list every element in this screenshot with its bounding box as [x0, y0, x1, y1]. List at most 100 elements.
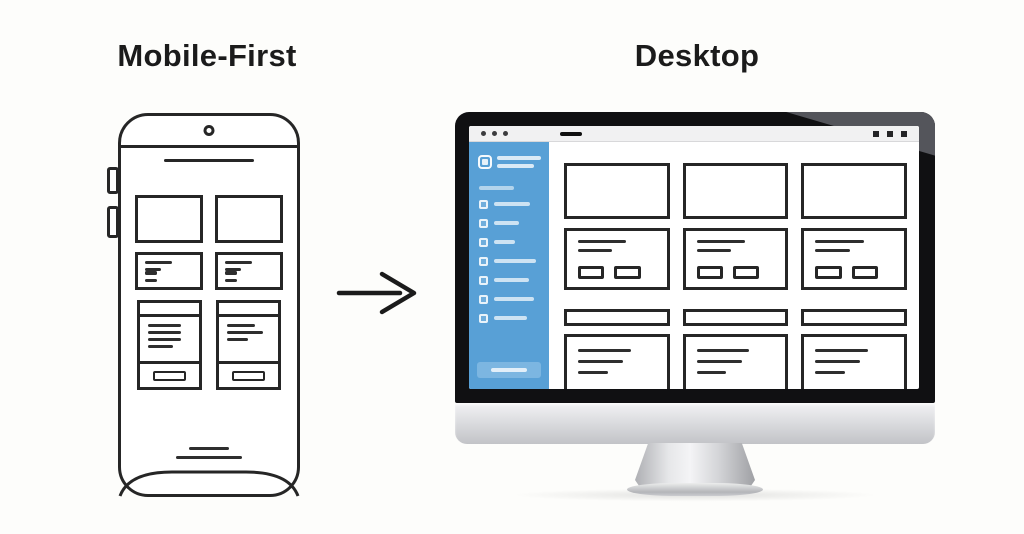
phone-top-bezel-line: [121, 145, 297, 148]
sidebar-nav-item[interactable]: [479, 218, 541, 228]
app-sidebar: [469, 142, 549, 389]
chip-row: [145, 271, 193, 282]
image-placeholder: [135, 195, 203, 243]
text-lines: [140, 317, 199, 361]
monitor-stand: [635, 443, 755, 487]
nav-item-label-bar: [494, 221, 519, 225]
monitor-bezel: [455, 112, 935, 403]
phone-bottom-bezel-line: [118, 470, 300, 497]
image-placeholder: [682, 163, 789, 219]
sidebar-nav-item[interactable]: [479, 275, 541, 285]
image-placeholder: [801, 163, 908, 219]
card-footer[interactable]: [140, 361, 199, 387]
text-lines: [815, 240, 893, 252]
summary-card: [135, 252, 203, 290]
window-controls-right: [873, 130, 907, 137]
text-lines: [219, 317, 278, 361]
grid-text-card-row: [564, 228, 908, 290]
sidebar-section-label: [479, 186, 535, 190]
bottom-card: [564, 334, 670, 389]
phone-volume-button-icon: [107, 167, 119, 194]
bottom-card: [801, 334, 908, 389]
text-lines: [696, 346, 775, 374]
image-placeholder: [564, 163, 670, 219]
sidebar-nav-item[interactable]: [479, 199, 541, 209]
desktop-monitor: [443, 112, 947, 504]
article-card: [137, 300, 202, 390]
sidebar-nav-item[interactable]: [479, 256, 541, 266]
text-card: [564, 228, 670, 290]
card-button-row[interactable]: [578, 266, 656, 279]
sidebar-nav-item[interactable]: [479, 294, 541, 304]
window-control-dot-icon[interactable]: [503, 131, 508, 136]
bottom-card: [682, 334, 789, 389]
text-card: [801, 228, 908, 290]
browser-window: [469, 126, 919, 389]
sidebar-nav: [479, 199, 541, 323]
chip-row: [225, 271, 273, 282]
phone-volume-button-icon: [107, 206, 119, 238]
text-lines: [578, 240, 656, 252]
window-button-square-icon[interactable]: [901, 130, 907, 137]
grid-image-row: [564, 163, 908, 219]
header-strip: [801, 309, 908, 326]
mobile-first-title: Mobile-First: [117, 38, 297, 73]
app-logo-icon: [478, 155, 492, 169]
desktop-title: Desktop: [634, 38, 760, 73]
phone-hero-row: [135, 195, 283, 243]
card-header-strip: [219, 303, 278, 317]
phone-wireframe: [118, 113, 300, 497]
title-bar-line: [164, 159, 254, 162]
card-footer[interactable]: [219, 361, 278, 387]
header-strip: [564, 309, 670, 326]
text-lines: [145, 261, 193, 271]
window-controls-left: [481, 131, 508, 136]
app-logo-text-lines: [497, 156, 541, 168]
window-titlebar: [469, 126, 919, 142]
nav-item-label-bar: [494, 297, 534, 301]
grid-strip-row: [564, 309, 908, 326]
cta-label-bar: [477, 368, 541, 372]
phone-summary-row: [135, 252, 283, 290]
card-button-row[interactable]: [815, 266, 893, 279]
article-card: [216, 300, 281, 390]
nav-item-icon: [479, 218, 488, 228]
nav-item-label-bar: [494, 202, 530, 206]
nav-item-label-bar: [494, 316, 527, 320]
nav-item-label-bar: [494, 259, 536, 263]
nav-item-icon: [479, 199, 488, 209]
sidebar-nav-item[interactable]: [479, 237, 541, 247]
nav-item-icon: [479, 237, 488, 247]
text-lines: [696, 240, 775, 252]
window-button-square-icon[interactable]: [873, 130, 879, 137]
card-header-strip: [140, 303, 199, 317]
nav-item-icon: [479, 294, 488, 304]
header-strip: [682, 309, 789, 326]
grid-bottom-card-row: [564, 334, 908, 389]
nav-item-icon: [479, 313, 488, 323]
window-control-dot-icon[interactable]: [481, 131, 486, 136]
window-button-square-icon[interactable]: [887, 130, 893, 137]
text-card: [682, 228, 789, 290]
phone-footer-lines: [121, 447, 297, 459]
monitor-base: [627, 483, 763, 496]
phone-article-row: [137, 300, 281, 390]
summary-card: [215, 252, 283, 290]
monitor-chin: [455, 403, 935, 444]
camera-icon: [203, 125, 215, 136]
sidebar-cta-button[interactable]: [477, 362, 541, 378]
text-lines: [815, 346, 893, 374]
nav-item-icon: [479, 275, 488, 285]
nav-item-icon: [479, 256, 488, 266]
nav-item-label-bar: [494, 278, 529, 282]
image-placeholder: [215, 195, 283, 243]
text-lines: [225, 261, 273, 271]
sidebar-nav-item[interactable]: [479, 313, 541, 323]
card-button-row[interactable]: [696, 266, 775, 279]
text-lines: [578, 346, 656, 374]
arrow-icon: [336, 271, 417, 315]
window-control-dot-icon[interactable]: [492, 131, 497, 136]
app-logo: [478, 155, 541, 169]
tab-dash-icon[interactable]: [560, 131, 582, 136]
